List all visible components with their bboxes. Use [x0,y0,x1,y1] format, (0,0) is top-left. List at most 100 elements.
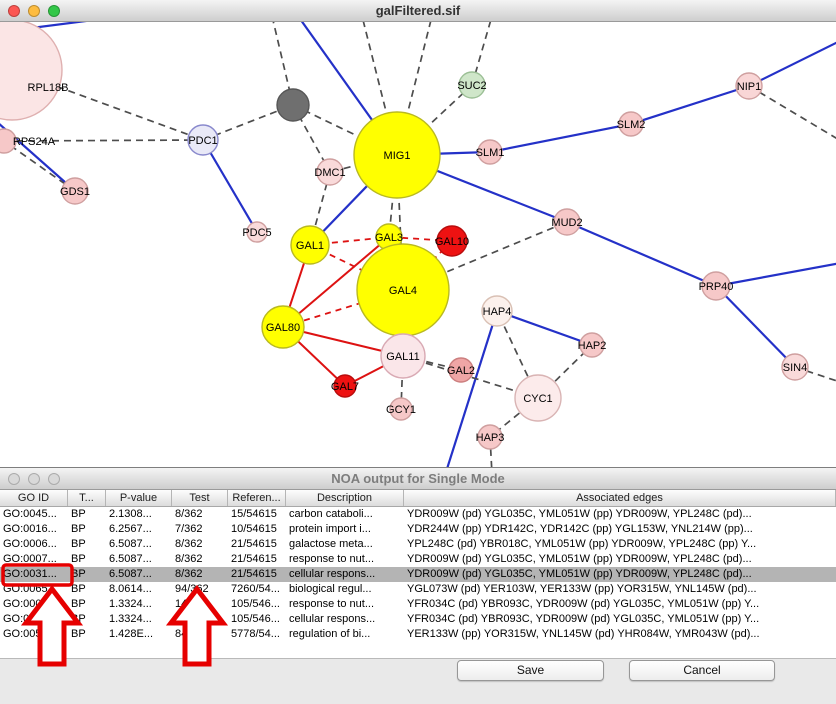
column-header[interactable]: Referen... [228,490,286,506]
table-cell: regulation of bi... [289,628,371,640]
table-cell: 15/54615 [231,508,277,520]
graph-node-NIP1[interactable] [735,72,763,100]
graph-node-GRAY[interactable] [276,88,310,122]
graph-node-HAP4[interactable] [481,295,513,327]
table-cell: BP [71,553,86,565]
graph-edge[interactable] [748,38,836,87]
table-cell: 6.5087... [109,553,152,565]
table-cell: 21/54615 [231,568,277,580]
graph-node-GAL7[interactable] [333,374,357,398]
graph-node-SIN4[interactable] [781,353,809,381]
table-cell: BP [71,568,86,580]
column-header[interactable]: Test [172,490,228,506]
graph-edge[interactable] [400,355,404,410]
graph-node-MIG1[interactable] [353,111,441,199]
table-cell: 8.0614... [109,583,152,595]
graph-node-CYC1[interactable] [514,374,562,422]
graph-node-DMC1[interactable] [316,158,344,186]
graph-node-PDC5[interactable] [246,221,268,243]
graph-node-GAL10[interactable] [436,225,468,257]
noa-window-titlebar: NOA output for Single Mode [0,468,836,490]
graph-node-GCY1[interactable] [389,397,413,421]
table-cell: 1.3324... [109,598,152,610]
table-row[interactable]: GO:0007... BP 6.5087... 8/362 21/54615 respon… [0,552,836,567]
graph-edge[interactable] [11,69,204,141]
save-button[interactable]: Save [457,660,604,681]
graph-node-SUC2[interactable] [458,71,486,99]
graph-edge[interactable] [630,84,750,126]
graph-edge[interactable] [202,104,294,141]
table-cell: 21/54615 [231,553,277,565]
minimize-button[interactable] [28,473,40,485]
table-cell: protein import i... [289,523,371,535]
column-header[interactable]: GO ID [0,490,68,506]
graph-edge[interactable] [3,139,204,142]
table-cell: 8/362 [175,553,203,565]
graph-node-PDC1[interactable] [187,124,219,156]
table-cell: 8/362 [175,538,203,550]
graph-node-SLM2[interactable] [618,111,644,137]
graph-node-RPS24A[interactable] [0,128,17,154]
table-cell: YER133W (pp) YOR315W, YNL145W (pd) YHR08… [407,628,760,640]
graph-node-GAL80[interactable] [261,305,305,349]
graph-edge[interactable] [566,220,717,288]
graph-node-MUD2[interactable] [553,208,581,236]
graph-edge[interactable] [794,366,836,384]
table-cell: YPL248C (pd) YBR018C, YML051W (pp) YDR00… [407,538,757,550]
close-button[interactable] [8,473,20,485]
graph-edge[interactable] [748,85,836,144]
graph-node-GAL2[interactable] [448,357,474,383]
graph-edge[interactable] [282,236,390,328]
table-cell: 10/54615 [231,523,277,535]
cancel-button[interactable]: Cancel [629,660,775,681]
graph-edge[interactable] [0,114,76,192]
table-cell: YDR009W (pd) YGL035C, YML051W (pp) YDR00… [407,508,752,520]
graph-node-GDS1[interactable] [61,177,89,205]
graph-node-GAL4[interactable] [356,243,450,337]
table-cell: 6.2567... [109,523,152,535]
graph-node-GAL11[interactable] [380,333,426,379]
table-cell: YFR034C (pd) YBR093C, YDR009W (pd) YGL03… [407,598,760,610]
column-header[interactable]: T... [68,490,106,506]
zoom-button[interactable] [48,5,60,17]
table-cell: BP [71,523,86,535]
close-button[interactable] [8,5,20,17]
table-cell: BP [71,613,86,625]
graph-edge[interactable] [202,139,258,233]
graph-edge[interactable] [496,309,593,347]
minimize-button[interactable] [28,5,40,17]
table-cell: GO:0065... [3,583,57,595]
column-header[interactable]: P-value [106,490,172,506]
graph-node-HAP3[interactable] [477,424,503,450]
graph-node-HAP2[interactable] [579,332,605,358]
column-header[interactable]: Description [286,490,404,506]
graph-node-GAL1[interactable] [290,225,330,265]
graph-edge[interactable] [3,140,76,192]
table-cell: GO:0016... [3,523,57,535]
graph-edge[interactable] [715,285,796,368]
graph-node-PRP40[interactable] [701,271,731,301]
table-cell: BP [71,583,86,595]
table-cell: response to nut... [289,553,374,565]
table-cell: GO:0007... [3,553,57,565]
zoom-button[interactable] [48,473,60,485]
graph-edge[interactable] [489,122,632,154]
graph-edge[interactable] [444,310,499,473]
graph-node-RPL18B[interactable] [0,19,63,121]
graph-node-SLM1[interactable] [477,139,503,165]
graph-edge[interactable] [715,262,836,288]
column-header[interactable]: Associated edges [404,490,836,506]
table-cell: YFR034C (pd) YBR093C, YDR009W (pd) YGL03… [407,613,760,625]
table-cell: BP [71,538,86,550]
